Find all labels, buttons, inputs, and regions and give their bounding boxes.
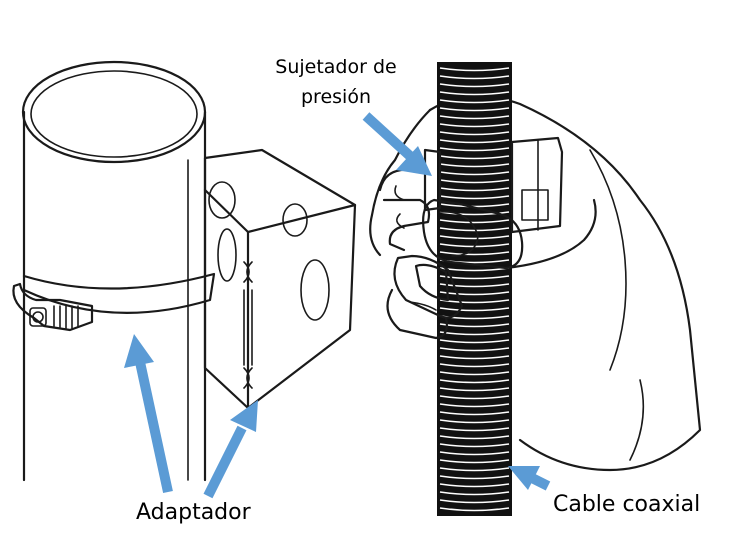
cable-rib xyxy=(439,195,510,200)
cable-rib xyxy=(439,235,510,240)
cable-rib xyxy=(439,395,510,400)
cable-rib xyxy=(439,307,510,312)
cable-rib xyxy=(439,435,510,440)
cable-rib xyxy=(439,387,510,392)
cable-rib xyxy=(439,499,510,504)
arrow-adapter-clamp xyxy=(124,334,173,494)
cable-rib xyxy=(439,91,510,96)
snap-clip xyxy=(378,136,564,252)
arrow-adapter-bracket xyxy=(203,400,258,499)
cable-rib xyxy=(439,99,510,104)
label-coax-cable: Cable coaxial xyxy=(553,492,701,517)
cable-rib xyxy=(439,379,510,384)
cable-rib xyxy=(439,507,510,512)
cable-rib xyxy=(439,211,510,216)
cable-rib xyxy=(439,291,510,296)
cable-rib xyxy=(439,67,510,72)
cable-rib xyxy=(439,443,510,448)
cable-rib xyxy=(439,459,510,464)
cable-rib xyxy=(439,179,510,184)
cable-rib xyxy=(439,347,510,352)
cable-rib xyxy=(439,363,510,368)
cable-rib xyxy=(439,451,510,456)
cable-rib xyxy=(439,355,510,360)
cable-rib xyxy=(439,403,510,408)
mast-assembly xyxy=(12,60,357,482)
cable-rib xyxy=(439,171,510,176)
hand-outline xyxy=(369,95,702,472)
cable-rib xyxy=(439,75,510,80)
cable-corrugation xyxy=(439,67,510,512)
cable-rib xyxy=(439,123,510,128)
label-snap-clip: Sujetador de presión xyxy=(275,56,397,108)
cable-rib xyxy=(439,83,510,88)
cable-rib xyxy=(439,419,510,424)
cable-rib xyxy=(439,427,510,432)
label-adapter: Adaptador xyxy=(136,500,251,525)
cable-rib xyxy=(439,467,510,472)
cable-rib xyxy=(439,187,510,192)
fingers xyxy=(386,198,597,340)
cable-rib xyxy=(439,251,510,256)
hose-clamp xyxy=(12,272,216,332)
cable-rib xyxy=(439,491,510,496)
coax-cable xyxy=(437,62,512,516)
cable-rib xyxy=(439,139,510,144)
mast-pipe xyxy=(21,60,207,482)
cable-rib xyxy=(439,411,510,416)
cable-rib xyxy=(439,115,510,120)
cable-rib xyxy=(439,147,510,152)
cable-rib xyxy=(439,475,510,480)
arrow-coax xyxy=(508,466,551,491)
cable-rib xyxy=(439,107,510,112)
cable-rib xyxy=(439,483,510,488)
arrow-clip xyxy=(362,112,432,176)
bracket-adapter xyxy=(203,148,357,410)
cable-rib xyxy=(439,131,510,136)
cable-rib xyxy=(439,163,510,168)
cable-rib xyxy=(439,331,510,336)
cable-rib xyxy=(439,227,510,232)
cable-rib xyxy=(439,371,510,376)
coax-assembly xyxy=(369,62,702,516)
cable-rib xyxy=(439,339,510,344)
cable-rib xyxy=(439,219,510,224)
cable-rib xyxy=(439,155,510,160)
